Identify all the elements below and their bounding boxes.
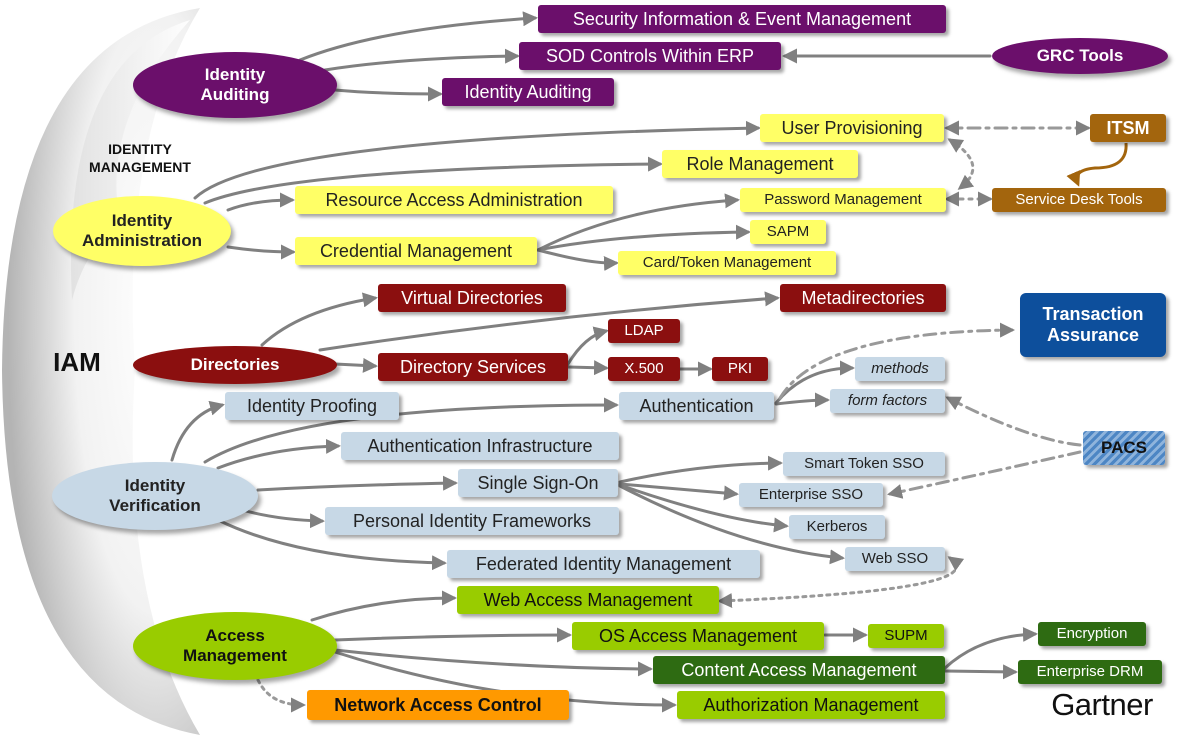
os-access-management-box[interactable]: OS Access Management [572, 622, 824, 650]
identity-management-label: IDENTITY MANAGEMENT [89, 140, 191, 175]
pacs-box[interactable]: PACS [1083, 431, 1165, 465]
smart-token-sso-box[interactable]: Smart Token SSO [783, 452, 945, 476]
authentication-box[interactable]: Authentication [619, 392, 774, 420]
federated-identity-management-box[interactable]: Federated Identity Management [447, 550, 760, 578]
metadirectories-box[interactable]: Metadirectories [780, 284, 946, 312]
gartner-logo: Gartner [1051, 687, 1153, 723]
directory-services-box[interactable]: Directory Services [378, 353, 568, 381]
enterprise-sso-box[interactable]: Enterprise SSO [739, 483, 883, 507]
network-access-control-box[interactable]: Network Access Control [307, 690, 569, 720]
siem-box[interactable]: Security Information & Event Management [538, 5, 946, 33]
form-factors-box[interactable]: form factors [830, 389, 945, 413]
access-management-ellipse[interactable]: Access Management [133, 612, 337, 680]
password-management-box[interactable]: Password Management [740, 188, 946, 212]
identity-administration-ellipse[interactable]: Identity Administration [53, 196, 231, 266]
identity-auditing-ellipse[interactable]: Identity Auditing [133, 52, 337, 118]
web-sso-box[interactable]: Web SSO [845, 547, 945, 571]
kerberos-box[interactable]: Kerberos [789, 515, 885, 539]
iam-label: IAM [53, 347, 101, 378]
transaction-assurance-box[interactable]: Transaction Assurance [1020, 293, 1166, 357]
sod-controls-box[interactable]: SOD Controls Within ERP [519, 42, 781, 70]
resource-access-administration-box[interactable]: Resource Access Administration [295, 186, 613, 214]
iam-sphere [2, 8, 200, 735]
service-desk-tools-box[interactable]: Service Desk Tools [992, 188, 1166, 212]
identity-proofing-box[interactable]: Identity Proofing [225, 392, 399, 420]
sapm-box[interactable]: SAPM [750, 220, 826, 244]
authentication-infrastructure-box[interactable]: Authentication Infrastructure [341, 432, 619, 460]
methods-box[interactable]: methods [855, 357, 945, 381]
itsm-box[interactable]: ITSM [1090, 114, 1166, 142]
supm-box[interactable]: SUPM [868, 624, 944, 648]
card-token-management-box[interactable]: Card/Token Management [618, 251, 836, 275]
personal-identity-frameworks-box[interactable]: Personal Identity Frameworks [325, 507, 619, 535]
enterprise-drm-box[interactable]: Enterprise DRM [1018, 660, 1162, 684]
pki-box[interactable]: PKI [712, 357, 768, 381]
identity-verification-ellipse[interactable]: Identity Verification [52, 462, 258, 530]
grc-tools-ellipse[interactable]: GRC Tools [992, 38, 1168, 74]
encryption-box[interactable]: Encryption [1038, 622, 1146, 646]
role-management-box[interactable]: Role Management [662, 150, 858, 178]
authorization-management-box[interactable]: Authorization Management [677, 691, 945, 719]
content-access-management-box[interactable]: Content Access Management [653, 656, 945, 684]
x500-box[interactable]: X.500 [608, 357, 680, 381]
ldap-box[interactable]: LDAP [608, 319, 680, 343]
web-access-management-box[interactable]: Web Access Management [457, 586, 719, 614]
single-sign-on-box[interactable]: Single Sign-On [458, 469, 618, 497]
virtual-directories-box[interactable]: Virtual Directories [378, 284, 566, 312]
credential-management-box[interactable]: Credential Management [295, 237, 537, 265]
user-provisioning-box[interactable]: User Provisioning [760, 114, 944, 142]
directories-ellipse[interactable]: Directories [133, 346, 337, 384]
identity-auditing-box[interactable]: Identity Auditing [442, 78, 614, 106]
